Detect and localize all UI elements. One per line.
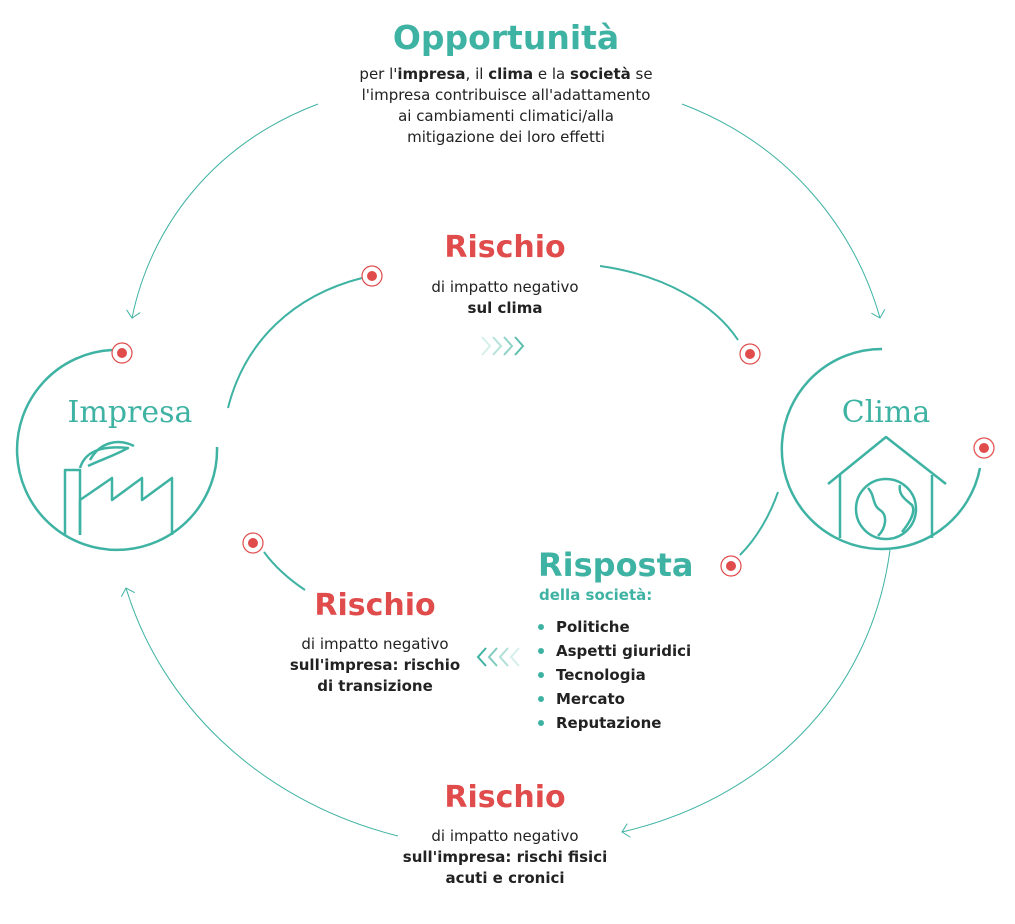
target-dot-3 [739, 343, 761, 365]
risk-transition-line-1: di impatto negativo [301, 635, 449, 653]
target-dot-1 [361, 265, 383, 287]
clima-label: Clima [841, 395, 931, 430]
factory-icon [63, 440, 174, 535]
response-subtitle: della società: [539, 586, 653, 604]
arrow-clima-to-physical-risk [621, 549, 891, 838]
opportunity-line-1: per l'impresa, il clima e la società se [359, 65, 653, 83]
arrow-opportunity-to-clima [681, 103, 886, 319]
risk-transition-title: Rischio [314, 588, 436, 623]
risk-climate-line-2: sul clima [467, 299, 543, 317]
opportunity-line-4: mitigazione dei loro effetti [407, 128, 605, 146]
chevrons-right-icon [481, 336, 525, 356]
risk-physical-line-2: sull'impresa: rischi fisici [402, 848, 608, 866]
arc-clima-to-response [739, 491, 779, 556]
risk-physical-title: Rischio [444, 780, 566, 815]
risk-climate-title: Rischio [444, 230, 566, 265]
risk-physical-line-1: di impatto negativo [431, 827, 579, 845]
target-dot-6 [720, 555, 742, 577]
response-item-tecnologia: Tecnologia [536, 663, 691, 687]
opportunity-line-3: ai cambiamenti climatici/alla [398, 107, 614, 125]
risk-physical-line-3: acuti e cronici [445, 869, 565, 887]
opportunity-line-2: l'impresa contribuisce all'adattamento [361, 86, 651, 104]
chevrons-left-icon [476, 647, 520, 667]
target-dot-5 [242, 532, 264, 554]
target-dot-4 [973, 437, 995, 459]
house-globe-icon [827, 435, 947, 541]
response-item-reputazione: Reputazione [536, 711, 691, 735]
arrow-opportunity-to-impresa [126, 103, 319, 319]
target-dot-2 [111, 342, 133, 364]
impresa-label: Impresa [67, 395, 193, 430]
response-item-aspetti-giuridici: Aspetti giuridici [536, 639, 691, 663]
arrow-physical-risk-to-impresa [120, 587, 399, 837]
risk-transition-line-3: di transizione [317, 677, 433, 695]
risk-transition-line-2: sull'impresa: rischio [289, 656, 461, 674]
risk-climate-line-1: di impatto negativo [431, 278, 579, 296]
risk-physical-description: di impatto negativo sull'impresa: rischi… [370, 826, 640, 889]
response-list: Politiche Aspetti giuridici Tecnologia M… [536, 615, 691, 735]
opportunity-description: per l'impresa, il clima e la società se … [300, 64, 712, 148]
arc-transition-to-impresa [263, 551, 306, 591]
response-title: Risposta [538, 546, 694, 584]
risk-climate-description: di impatto negativo sul clima [380, 277, 630, 319]
response-item-mercato: Mercato [536, 687, 691, 711]
clima-circle [780, 347, 982, 551]
impresa-circle [15, 348, 219, 552]
response-item-politiche: Politiche [536, 615, 691, 639]
arc-risk-to-clima [599, 265, 739, 341]
arc-impresa-to-risk [227, 277, 363, 409]
opportunity-title: Opportunità [392, 18, 620, 57]
risk-transition-description: di impatto negativo sull'impresa: rischi… [240, 634, 510, 697]
